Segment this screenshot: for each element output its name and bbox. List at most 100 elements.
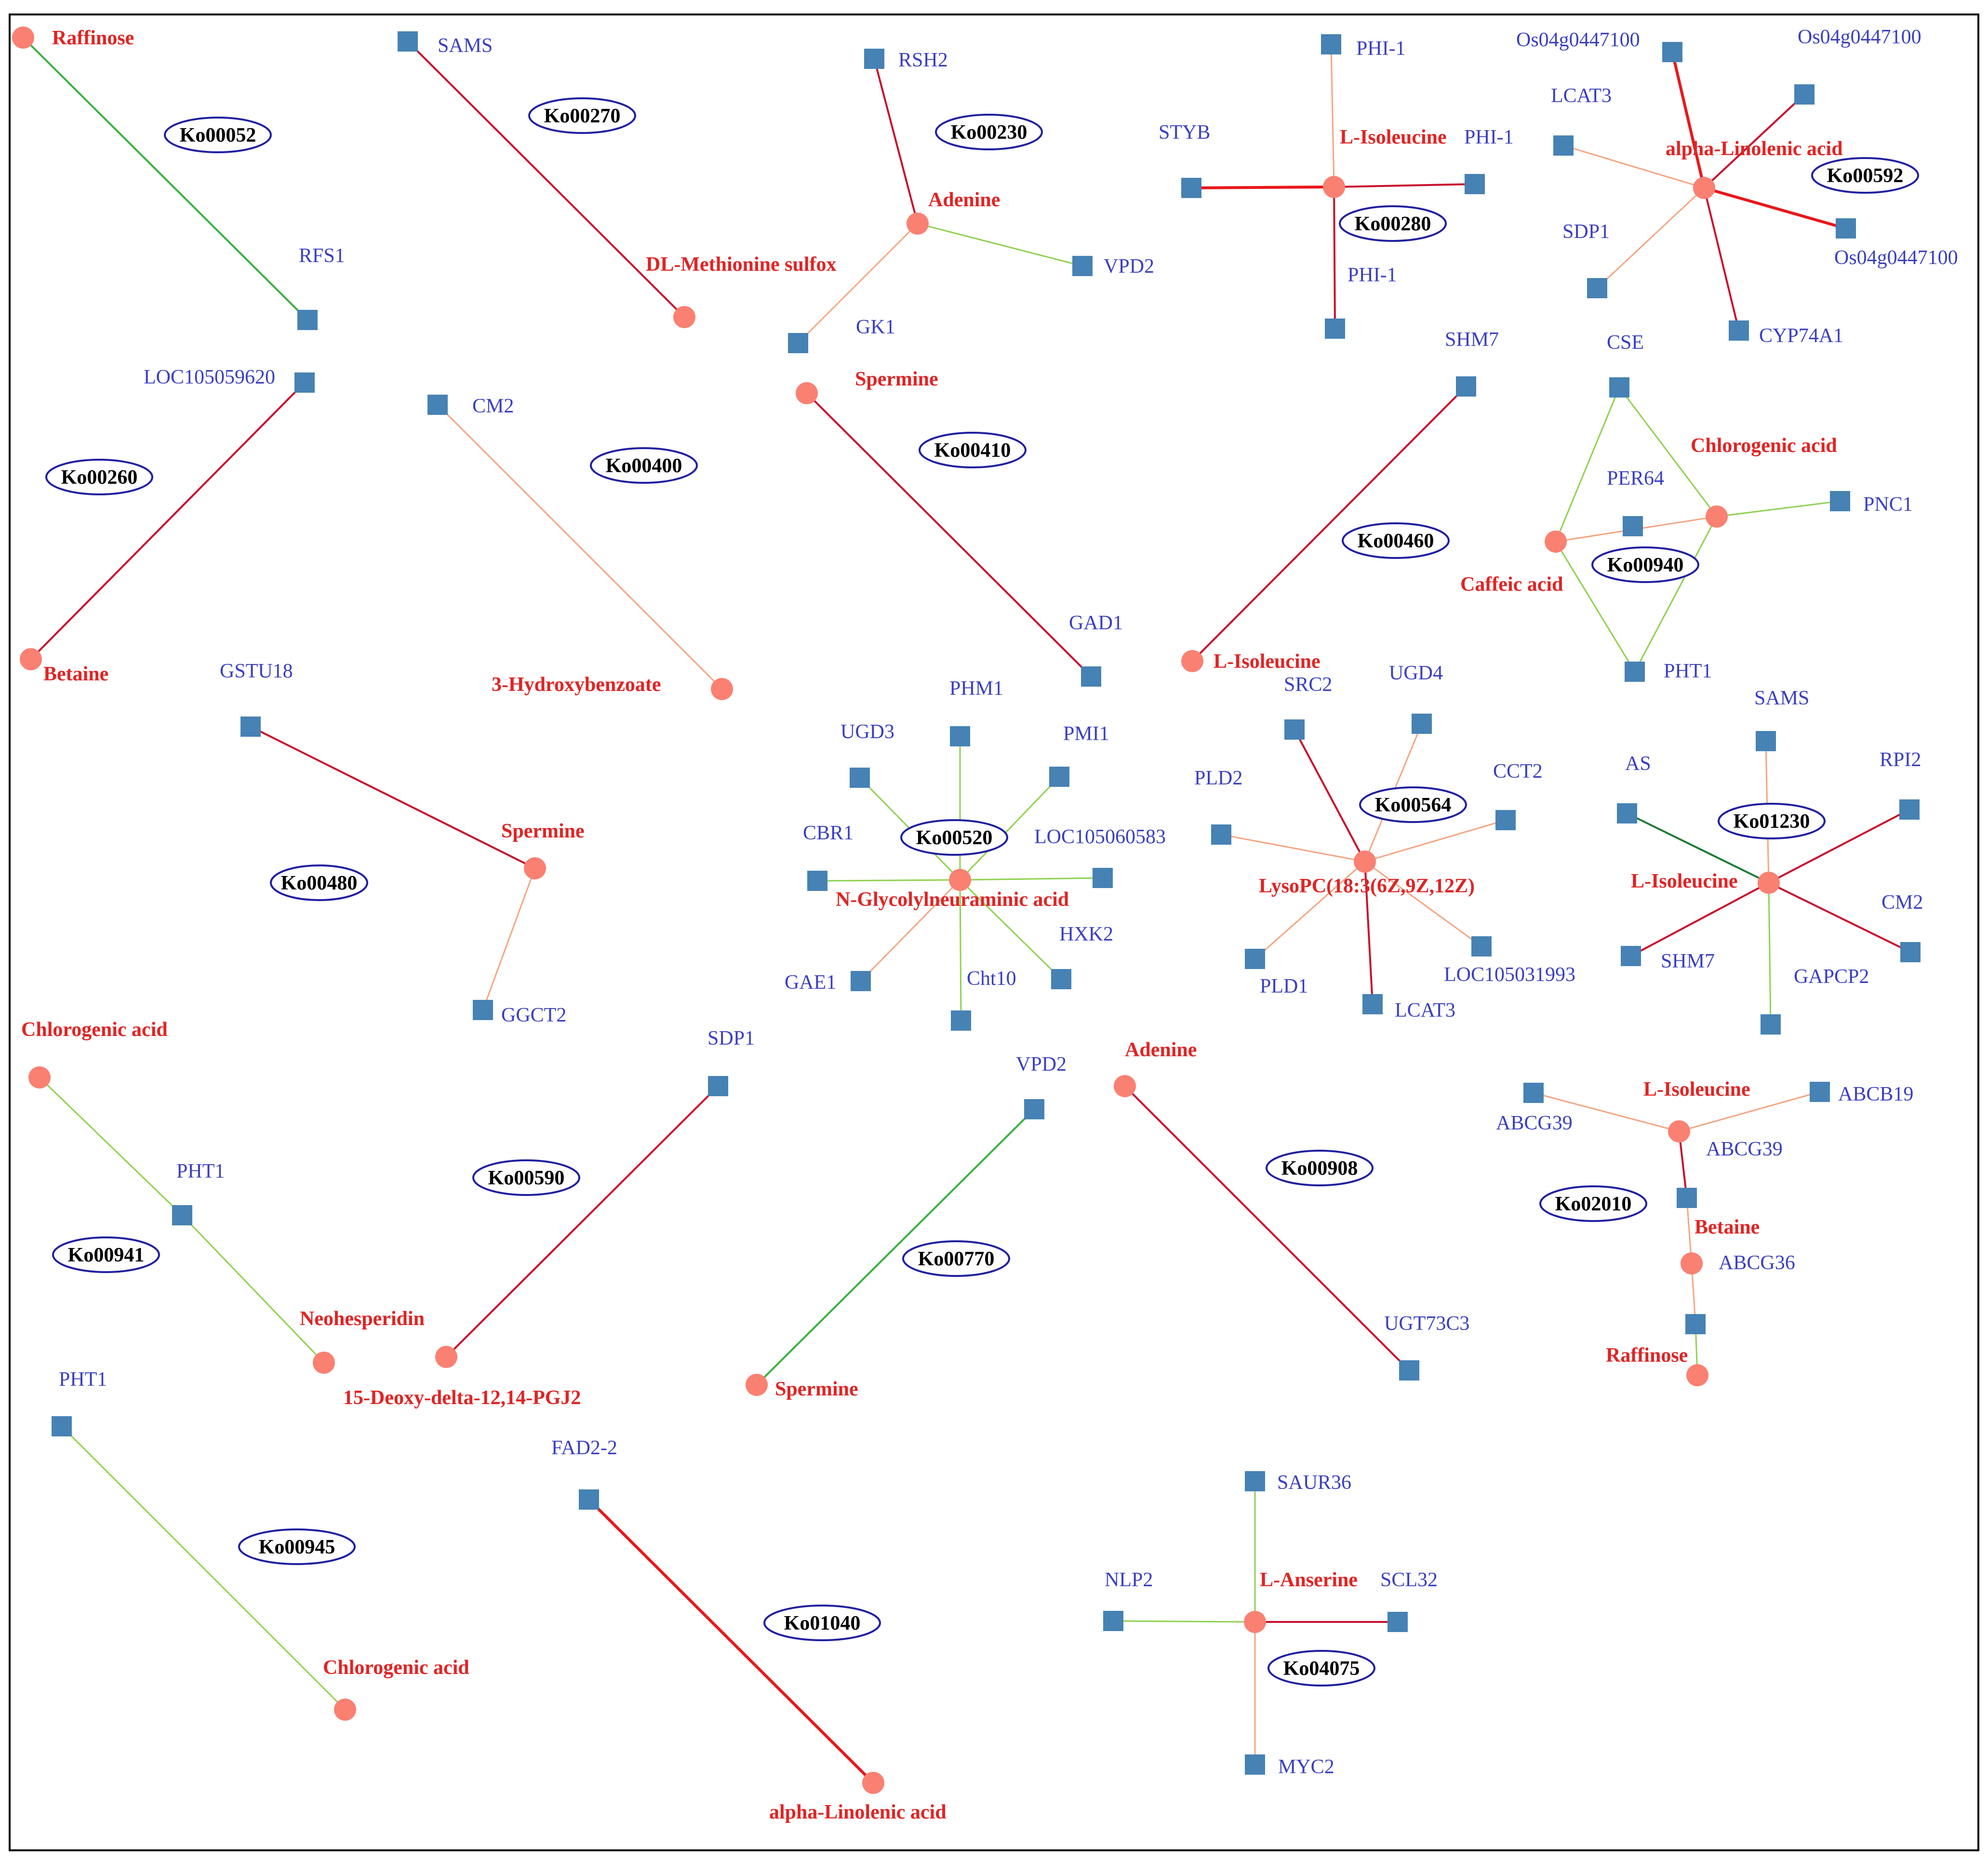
ko-badge-ellipse	[270, 864, 368, 901]
ko-badge: Ko00945	[238, 1528, 356, 1565]
gene-label: UGD4	[1389, 662, 1443, 684]
gene-label: Os04g0447100	[1516, 29, 1640, 51]
edge-c19m1-c19g2	[1679, 1091, 1820, 1132]
metabolite-label: Chlorogenic acid	[21, 1019, 168, 1041]
gene-node	[1729, 320, 1749, 341]
gene-node	[1625, 662, 1645, 682]
gene-label: GAPCP2	[1794, 966, 1869, 988]
ko-badge-ellipse	[900, 819, 1008, 856]
edge-c2g1-c2m1	[407, 40, 685, 318]
gene-label: PHI-1	[1348, 264, 1397, 286]
ko-badge-label: Ko04075	[1283, 1658, 1360, 1680]
edge-c14m1-c14g2	[1627, 812, 1769, 884]
gene-label: PHI-1	[1356, 38, 1406, 60]
gene-label: Os04g0447100	[1834, 247, 1958, 269]
ko-badge-ellipse	[902, 1240, 1010, 1277]
ko-badge: Ko00908	[1266, 1150, 1374, 1186]
gene-node	[1412, 714, 1432, 734]
edge-c14m1-c14g4	[1768, 882, 1911, 953]
edge-c1m1-c1g1	[22, 37, 308, 321]
ko-badge: Ko00400	[590, 447, 698, 484]
diagram-frame	[9, 13, 1979, 1851]
ko-badge-ellipse	[238, 1528, 356, 1565]
gene-node	[1362, 994, 1383, 1014]
ko-badge-ellipse	[1718, 803, 1826, 839]
edge-c14m1-c14g5	[1630, 882, 1769, 957]
gene-label: AS	[1625, 753, 1651, 775]
gene-node	[1024, 1099, 1044, 1119]
metabolite-node	[1354, 850, 1376, 873]
edge-c13m1-c13g4	[1364, 819, 1506, 863]
metabolite-label: Betaine	[43, 663, 108, 685]
gene-label: LOC105059620	[144, 366, 275, 388]
metabolite-node	[1758, 872, 1780, 894]
edge-c4m1-c4g3	[1334, 183, 1475, 188]
ko-badge-ellipse	[590, 447, 698, 484]
edge-c16g1-c16m1	[445, 1085, 719, 1358]
edge-c13m1-c13g1	[1294, 729, 1366, 862]
edge-c10m1-c10g4	[1634, 516, 1718, 672]
edge-c6g1-c6m1	[30, 382, 306, 660]
edge-c5m1-c5g5	[1704, 186, 1846, 230]
metabolite-node	[1545, 531, 1567, 553]
gene-node	[1456, 376, 1476, 397]
edge-c5m1-c5g2	[1703, 93, 1805, 189]
edge-c4m1-c4g4	[1333, 186, 1336, 329]
ko-badge: Ko00270	[528, 97, 636, 134]
edge-c3m1-c3g3	[797, 223, 919, 344]
ko-badge: Ko00941	[52, 1236, 160, 1273]
gene-node	[1553, 135, 1574, 156]
ko-badge-label: Ko00400	[606, 455, 682, 477]
edge-c10m1-c10g3	[1716, 500, 1841, 518]
edge-c4m1-c4g2	[1191, 186, 1334, 189]
gene-node	[1471, 936, 1492, 956]
metabolite-node	[1181, 650, 1203, 672]
edges-layer	[22, 37, 1911, 1784]
edge-c9g1-c9m1	[1191, 385, 1467, 662]
edge-c12m1-c12g3	[959, 776, 1060, 881]
edge-c19m1-c19g3	[1678, 1131, 1688, 1198]
edge-c22m1-c22g2	[1113, 1620, 1255, 1623]
gene-label: CM2	[472, 395, 514, 417]
gene-node	[1609, 377, 1629, 398]
edge-c5m1-c5g4	[1596, 187, 1705, 289]
ko-badge-label: Ko01040	[784, 1612, 861, 1634]
ko-badge: Ko01230	[1718, 803, 1826, 839]
metabolite-node	[1681, 1252, 1703, 1275]
gene-node	[240, 717, 261, 737]
metabolite-label: Raffinose	[1606, 1344, 1688, 1367]
metabolite-label: Caffeic acid	[1460, 573, 1563, 596]
metabolite-node	[1323, 176, 1345, 198]
edge-c18m1-c18g1	[1124, 1085, 1410, 1371]
gene-node	[1465, 174, 1485, 194]
metabolite-label: LysoPC(18:3(6Z,9Z,12Z)	[1259, 875, 1475, 897]
ko-badge-ellipse	[919, 432, 1027, 468]
gene-label: SAMS	[1754, 687, 1809, 709]
gene-node	[1623, 516, 1643, 536]
edge-c14m1-c14g6	[1768, 882, 1772, 1025]
metabolite-label: Spermine	[775, 1378, 858, 1400]
gene-node	[294, 372, 315, 393]
edge-c12m1-c12g7	[959, 879, 962, 1021]
gene-node	[1495, 810, 1516, 830]
gene-node	[172, 1205, 192, 1225]
ko-badge: Ko00410	[919, 432, 1027, 468]
ko-badge-label: Ko00564	[1375, 794, 1452, 816]
gene-node	[1685, 1314, 1706, 1334]
ko-badge-label: Ko00908	[1281, 1157, 1358, 1180]
gene-label: SAMS	[438, 35, 493, 57]
gene-node	[1761, 1014, 1781, 1035]
gene-node	[1617, 803, 1637, 823]
gene-node	[1072, 256, 1093, 276]
ko-badge-label: Ko02010	[1555, 1193, 1632, 1215]
ko-badge-label: Ko00520	[916, 827, 993, 849]
edge-c8m1-c8g1	[806, 392, 1092, 677]
ko-badge-ellipse	[1266, 1150, 1374, 1186]
ko-badge-ellipse	[528, 97, 636, 134]
ko-badge-ellipse	[164, 117, 272, 153]
gene-node	[1810, 1082, 1830, 1102]
ko-badge-label: Ko00770	[918, 1248, 995, 1270]
gene-label: UGD3	[841, 721, 894, 743]
gene-label: PER64	[1607, 467, 1664, 490]
ko-badge-ellipse	[1591, 546, 1699, 583]
